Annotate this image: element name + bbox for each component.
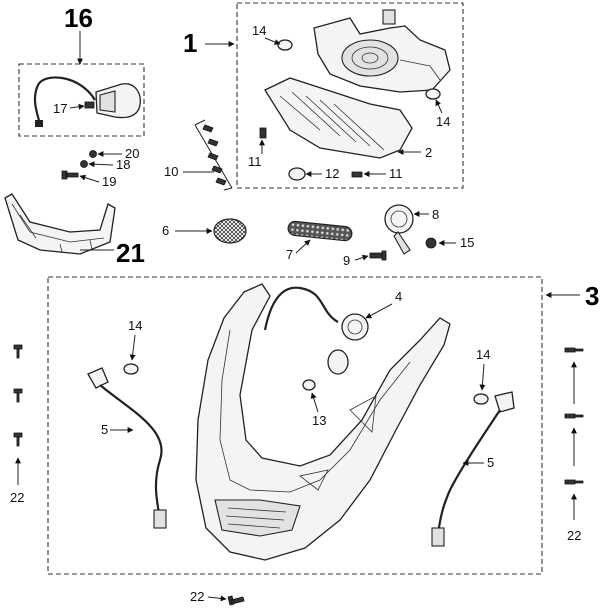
callout-12: 12: [325, 166, 339, 181]
front-fairing-body: [195, 283, 451, 561]
washer-part-18: [80, 160, 88, 168]
headlight-housing: [313, 9, 451, 93]
bulb-part-12: [288, 167, 306, 181]
callout-20: 20: [125, 146, 139, 161]
callout-2: 2: [425, 145, 432, 160]
leader-14-right: [435, 99, 443, 114]
leader-4: [365, 303, 393, 319]
callout-6: 6: [162, 223, 169, 238]
grille-part-7: [287, 220, 353, 242]
screw-column-left-part-22: [13, 344, 23, 447]
leader-13: [310, 392, 319, 413]
leader-17: [69, 103, 85, 110]
nut-part-15: [425, 237, 437, 249]
callout-11-left: 11: [248, 154, 262, 169]
leader-19: [79, 174, 100, 183]
callout-4: 4: [395, 289, 402, 304]
callout-17: 17: [53, 101, 67, 116]
callout-1: 1: [183, 28, 197, 58]
callout-15: 15: [460, 235, 474, 250]
rear-light-assembly: [33, 76, 141, 127]
callout-22-right: 22: [567, 528, 581, 543]
leader-14-left: [129, 334, 136, 361]
callout-11-right: 11: [389, 166, 403, 181]
callout-22-bottom: 22: [190, 589, 204, 604]
callout-5-right: 5: [487, 455, 494, 470]
bulb-part-14-left: [123, 363, 139, 375]
callout-14-top: 14: [252, 23, 266, 38]
callout-13: 13: [312, 413, 326, 428]
callout-8: 8: [432, 207, 439, 222]
screw-part-19: [61, 170, 79, 180]
nut-part-20: [89, 150, 97, 158]
screw-set-part-10: [194, 119, 233, 191]
bulb-holder-part-4: [341, 313, 369, 341]
leader-7: [295, 239, 311, 254]
bulb-part-14-top: [277, 39, 293, 51]
headlight-lens-part-2: [264, 77, 413, 159]
callout-18: 18: [116, 157, 130, 172]
callout-21: 21: [116, 238, 145, 268]
callout-3: 3: [585, 281, 599, 311]
screw-part-9: [369, 250, 387, 261]
mesh-part-6: [213, 218, 247, 244]
leader-18: [88, 161, 114, 168]
screw-part-11-left: [259, 127, 267, 139]
group-box-headlight: [236, 2, 464, 189]
front-trim-part-21: [4, 193, 116, 255]
horn-part-8: [384, 204, 414, 255]
leader-14-right-lower: [479, 363, 486, 391]
wire-harness-part-5-right: [431, 391, 515, 547]
screw-part-11-right: [351, 171, 363, 178]
group-box-rear-light: [18, 63, 145, 137]
callout-14-right: 14: [436, 114, 450, 129]
fairing-wire: [263, 286, 339, 331]
callout-5-left: 5: [101, 422, 108, 437]
group-box-front-fairing: [47, 276, 543, 575]
callout-14-left: 14: [128, 318, 142, 333]
screw-column-right-part-22: [564, 347, 584, 485]
leader-14-top: [264, 37, 281, 45]
callout-10: 10: [164, 164, 178, 179]
wire-harness-part-5-left: [87, 367, 167, 529]
bulb-part-14-right-lower: [473, 393, 489, 405]
socket-part-13: [302, 349, 349, 391]
callout-22-left: 22: [10, 490, 24, 505]
leader-9: [354, 254, 369, 261]
bulb-part-14-right: [425, 88, 441, 100]
leader-22-bottom: [207, 595, 227, 602]
screw-part-22-bottom: [227, 595, 245, 606]
callout-7: 7: [286, 247, 293, 262]
callout-9: 9: [343, 253, 350, 268]
callout-14-right-lower: 14: [476, 347, 490, 362]
callout-16: 16: [64, 3, 93, 33]
callout-19: 19: [102, 174, 116, 189]
